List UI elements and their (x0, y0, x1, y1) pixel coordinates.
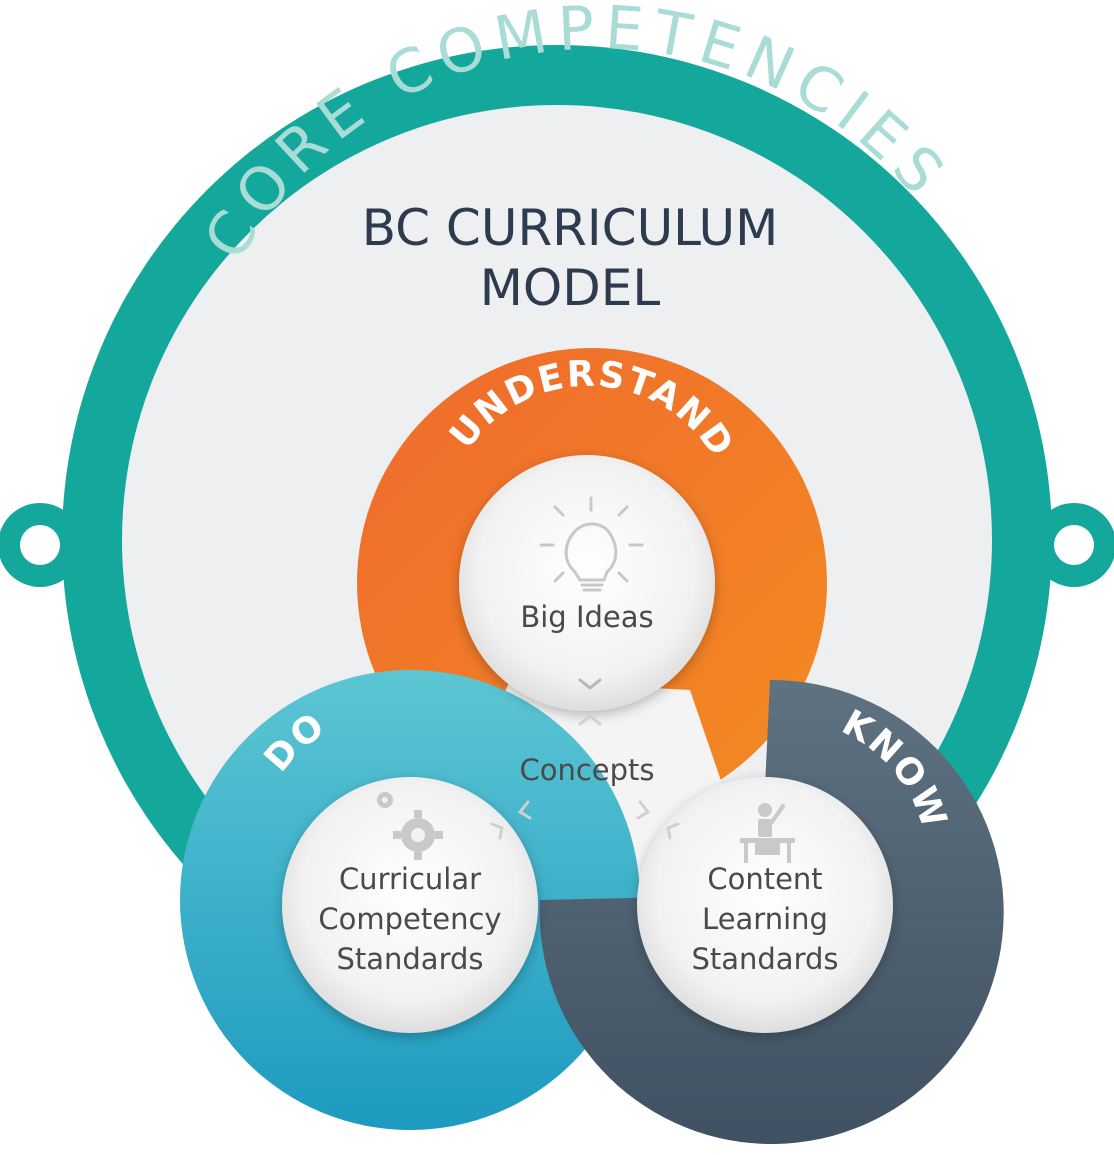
curricular-competency-disc (282, 777, 538, 1033)
chevron-up-icon (578, 714, 602, 726)
do-inner-line-1: Curricular (339, 862, 481, 896)
chevron-small-left-icon (666, 822, 680, 840)
do-inner-line-2: Competency (318, 902, 501, 936)
chevron-down-icon (578, 678, 602, 690)
know-inner-line-3: Standards (691, 942, 838, 976)
chevron-small-right-icon (490, 822, 504, 840)
chevron-left-icon (517, 800, 532, 820)
lightbulb-icon (539, 496, 644, 592)
big-ideas-disc (459, 455, 715, 711)
chevron-right-icon (636, 800, 651, 820)
title-line-1: BC CURRICULUM (362, 199, 779, 257)
gears-icon (377, 792, 443, 860)
concepts-label: Concepts (519, 753, 654, 787)
know-inner-line-1: Content (707, 862, 822, 896)
big-ideas-label: Big Ideas (520, 600, 653, 634)
do-inner-line-3: Standards (336, 942, 483, 976)
know-inner-line-2: Learning (702, 902, 828, 936)
content-learning-disc (637, 777, 893, 1033)
title-line-2: MODEL (480, 259, 661, 317)
teacher-icon (740, 803, 795, 863)
